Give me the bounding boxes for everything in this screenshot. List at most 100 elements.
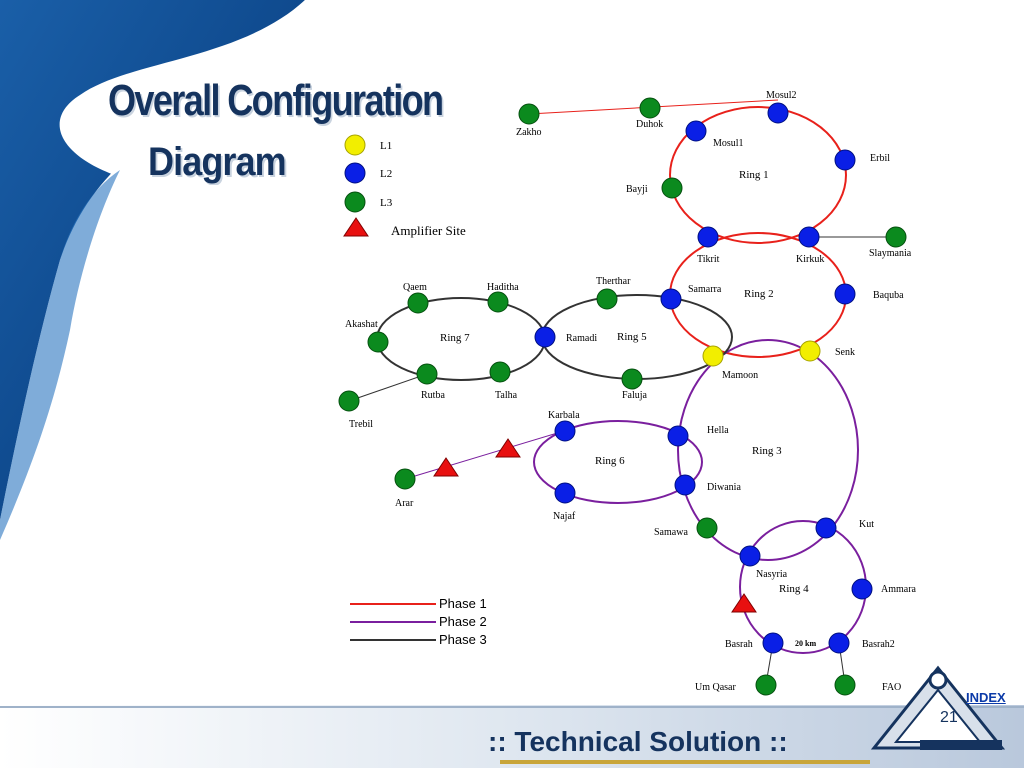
site-node-najaf xyxy=(554,482,576,504)
ring-labels: Ring 1 Ring 2 Ring 3 Ring 4 Ring 5 Ring … xyxy=(440,169,809,595)
amplifier-site-triangle xyxy=(433,457,459,477)
rings xyxy=(376,106,867,654)
site-node-tikrit xyxy=(697,226,719,248)
site-label-diwania: Diwania xyxy=(707,482,741,493)
site-node-mamoon xyxy=(702,345,724,367)
site-node-trebil xyxy=(338,390,360,412)
site-label-tikrit: Tikrit xyxy=(697,254,720,265)
site-label-therthar: Therthar xyxy=(596,276,631,287)
company-logo xyxy=(870,665,1006,750)
page-number: 21 xyxy=(940,709,958,726)
site-label-samawa: Samawa xyxy=(654,527,688,538)
site-node-erbil xyxy=(834,149,856,171)
site-label-kirkuk: Kirkuk xyxy=(796,254,824,265)
ring-3 xyxy=(677,339,859,561)
site-label-rutba: Rutba xyxy=(421,390,445,401)
site-label-senk: Senk xyxy=(835,347,855,358)
ring-5-label: Ring 5 xyxy=(617,331,647,343)
ring-7-label: Ring 7 xyxy=(440,332,470,344)
site-label-akashat: Akashat xyxy=(345,319,378,330)
legend-amplifier-icon xyxy=(343,217,369,237)
legend-l2-label: L2 xyxy=(380,168,392,180)
site-node-rutba xyxy=(416,363,438,385)
site-label-basrah: Basrah xyxy=(725,639,753,650)
site-node-ammara xyxy=(851,578,873,600)
site-node-mosul2 xyxy=(767,102,789,124)
site-node-baquba xyxy=(834,283,856,305)
page-title-line2: Diagram xyxy=(148,140,287,184)
l3-sites xyxy=(338,97,907,696)
legend-phase1-label: Phase 1 xyxy=(439,596,487,611)
site-node-bayji xyxy=(661,177,683,199)
site-node-hella xyxy=(667,425,689,447)
site-label-ramadi: Ramadi xyxy=(566,333,597,344)
distance-label-20km: 20 km xyxy=(795,639,816,648)
legend-l2-icon xyxy=(344,162,366,184)
legend-phase3-label: Phase 3 xyxy=(439,632,487,647)
ring-6-label: Ring 6 xyxy=(595,455,625,467)
amplifier-site-triangle xyxy=(731,593,757,613)
site-node-diwania xyxy=(674,474,696,496)
site-node-fao xyxy=(834,674,856,696)
amplifier-site-triangle xyxy=(495,438,521,458)
site-label-fao: FAO xyxy=(882,682,901,693)
site-label-duhok: Duhok xyxy=(636,119,663,130)
ring-6 xyxy=(533,420,703,504)
site-label-mosul2: Mosul2 xyxy=(766,90,797,101)
site-node-basrah2 xyxy=(828,632,850,654)
site-label-bayji: Bayji xyxy=(626,184,648,195)
site-label-erbil: Erbil xyxy=(870,153,890,164)
site-node-ramadi xyxy=(534,326,556,348)
legend-l1-icon xyxy=(344,134,366,156)
site-node-arar xyxy=(394,468,416,490)
site-node-nasyria xyxy=(739,545,761,567)
site-label-hella: Hella xyxy=(707,425,729,436)
site-node-samawa xyxy=(696,517,718,539)
legend-l1-label: L1 xyxy=(380,140,392,152)
legend-l3-icon xyxy=(344,191,366,213)
ring-1 xyxy=(669,106,847,244)
site-label-ammara: Ammara xyxy=(881,584,917,595)
index-link[interactable]: INDEX xyxy=(966,690,1006,705)
legend-l3-label: L3 xyxy=(380,197,393,209)
ring-1-label: Ring 1 xyxy=(739,169,769,181)
site-node-therthar xyxy=(596,288,618,310)
site-node-um-qasar xyxy=(755,674,777,696)
site-label-karbala: Karbala xyxy=(548,410,580,421)
site-node-basrah xyxy=(762,632,784,654)
site-node-karbala xyxy=(554,420,576,442)
footer-section-title: :: Technical Solution :: xyxy=(488,726,788,757)
site-label-mamoon: Mamoon xyxy=(722,370,758,381)
legend: L1 L2 L3 Amplifier Site Phase 1 Phase 2 … xyxy=(343,134,487,647)
footer-band xyxy=(0,705,1024,768)
legend-phase2-label: Phase 2 xyxy=(439,614,487,629)
site-label-mosul1: Mosul1 xyxy=(713,138,744,149)
site-label-talha: Talha xyxy=(495,390,518,401)
l2-sites xyxy=(534,102,873,654)
link-karbala-arar xyxy=(404,430,565,480)
site-labels: Zakho Duhok Mosul2 Mosul1 Erbil Bayji Ti… xyxy=(345,90,917,693)
site-label-nasyria: Nasyria xyxy=(756,569,788,580)
site-node-samarra xyxy=(660,288,682,310)
blue-swoosh-edge xyxy=(0,170,120,540)
footer-gold-bar xyxy=(500,760,870,764)
site-label-um-qasar: Um Qasar xyxy=(695,682,736,693)
site-node-haditha xyxy=(487,291,509,313)
site-label-faluja: Faluja xyxy=(622,390,648,401)
white-swoosh-overlay xyxy=(59,0,400,215)
site-node-slaymania xyxy=(885,226,907,248)
ring-2-label: Ring 2 xyxy=(744,288,774,300)
site-node-senk xyxy=(799,340,821,362)
site-node-akashat xyxy=(367,331,389,353)
link-rutba-trebil xyxy=(348,373,428,402)
site-label-zakho: Zakho xyxy=(516,127,542,138)
site-node-faluja xyxy=(621,368,643,390)
site-node-duhok xyxy=(639,97,661,119)
site-node-zakho xyxy=(518,103,540,125)
site-label-basrah2: Basrah2 xyxy=(862,639,895,650)
l1-sites xyxy=(702,340,821,367)
ring-3-label: Ring 3 xyxy=(752,445,782,457)
site-label-baquba: Baquba xyxy=(873,290,904,301)
site-node-talha xyxy=(489,361,511,383)
